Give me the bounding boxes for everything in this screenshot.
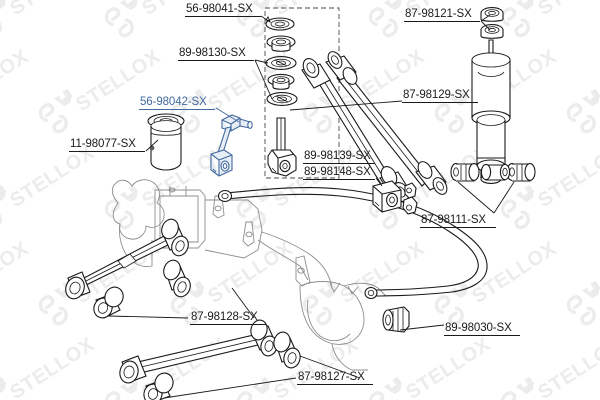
callout-underline [139, 109, 215, 110]
callout-label-text: 89-98148-SX [304, 166, 371, 178]
callout-underline [404, 21, 480, 22]
callout-stabiliser-mounting-bush: 89-98148-SX [303, 166, 375, 180]
callout-underline [297, 384, 373, 385]
callout-underline [185, 16, 261, 17]
callout-label-text: 87-98128-SX [191, 311, 258, 323]
callout-label-text: 87-98127-SX [298, 371, 365, 383]
callout-control-arm-bush: 87-98111-SX [420, 214, 496, 228]
callout-stabiliser-bar-bush: 89-98030-SX [444, 322, 520, 336]
callout-stabiliser-link: 56-98042-SX [139, 96, 215, 110]
callout-track-control-arm: 87-98129-SX [402, 89, 478, 103]
callout-underline [420, 227, 496, 228]
callout-label-text: 89-98130-SX [179, 47, 246, 59]
callout-upper-trailing-arm: 87-98128-SX [190, 311, 266, 325]
callout-underline [303, 179, 375, 180]
callout-shock-absorber-mounting-bushings: 89-98130-SX [178, 47, 254, 61]
callout-label-text: 87-98111-SX [421, 214, 486, 226]
callout-label-text: 56-98042-SX [140, 96, 207, 108]
callout-shock-absorber-bush-kit: 87-98121-SX [404, 8, 480, 22]
callout-underline [444, 335, 520, 336]
callout-underline [402, 102, 478, 103]
callout-lower-trailing-arm: 87-98127-SX [297, 371, 373, 385]
callout-label-text: 56-98041-SX [186, 3, 253, 15]
callout-shock-absorber-upper-mount-nut: 56-98041-SX [185, 3, 261, 17]
callout-rubber-buffer-suspension: 11-98077-SX [69, 138, 145, 152]
callout-label-text: 89-98139-SX [304, 150, 371, 162]
callout-stabiliser-mounting-clamp: 89-98139-SX [303, 150, 375, 164]
callout-label-text: 87-98129-SX [403, 89, 470, 101]
callout-underline [190, 324, 266, 325]
callout-underline [69, 151, 145, 152]
callout-underline [303, 163, 375, 164]
callout-label-text: 11-98077-SX [70, 138, 136, 150]
callout-underline [178, 60, 254, 61]
callout-label-text: 89-98030-SX [445, 322, 512, 334]
callout-label-text: 87-98121-SX [405, 8, 472, 20]
